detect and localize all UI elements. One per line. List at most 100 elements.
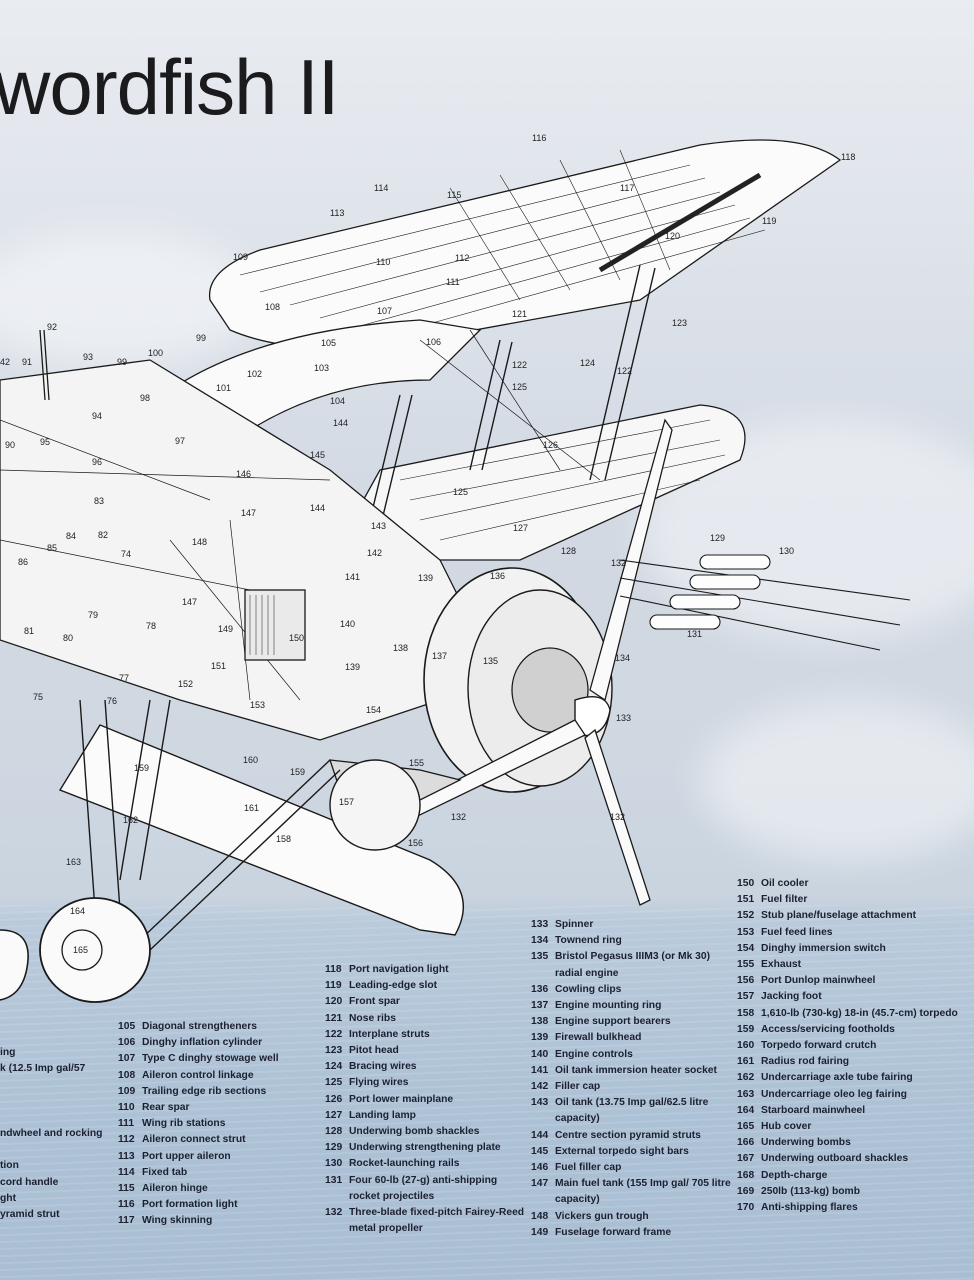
legend-item-number: 108 [118,1069,136,1081]
legend-item-number: 136 [531,983,549,995]
legend-item-label: Stub plane/fuselage attachment [761,910,917,922]
legend-item-number: 127 [325,1109,343,1121]
legend-item-label: Pitot head [349,1045,399,1057]
callout-number: 82 [98,530,109,540]
callout-number: 97 [175,436,186,446]
callout-number: 130 [779,546,795,556]
legend-item-label: Firewall bulkhead [555,1032,642,1044]
callout-number: 156 [408,838,424,848]
legend-item-number: 131 [325,1174,343,1186]
legend-item-number: 118 [325,964,342,975]
legend-item-number: 145 [531,1145,549,1157]
legend-fragment-line [0,1142,102,1158]
legend-item-number: 123 [325,1045,343,1057]
callout-number: 114 [374,183,389,193]
callout-number: 161 [244,803,260,813]
legend-item-number: 149 [531,1226,549,1238]
legend-item-number: 120 [325,996,343,1008]
legend-fragment-line: yramid strut [0,1209,60,1221]
callout-number: 136 [490,571,506,581]
legend-item-label: Engine mounting ring [555,1000,662,1012]
legend-item-label: Port navigation light [349,964,449,975]
callout-number: 160 [243,755,259,765]
legend-item-label: Aileron control linkage [142,1069,254,1081]
callout-number: 84 [66,531,77,541]
callout-number: 103 [314,363,330,373]
legend-item-label: Aileron hinge [142,1183,208,1195]
callout-number: 149 [218,624,234,634]
callout-number: 163 [66,857,82,867]
callout-number: 99 [196,333,207,343]
legend-item-number: 109 [118,1085,136,1097]
callout-number: 132 [610,812,626,822]
callout-number: 42 [0,357,11,367]
legend-item-label: Hub cover [761,1121,812,1133]
legend-item-label: 1,610-lb (730-kg) 18-in (45.7-cm) torped… [761,1007,958,1019]
legend-item-number: 125 [325,1077,343,1089]
legend-item-number: 162 [737,1072,755,1084]
legend-item-label: Nose ribs [349,1012,396,1024]
legend-item-label: Trailing edge rib sections [142,1085,267,1097]
callout-number: 104 [330,396,346,406]
legend-fragment-line [0,1094,102,1110]
legend-fragment-line: cord handle [0,1176,59,1188]
legend-item-label: Port lower mainplane [349,1093,454,1105]
legend-item-label: Underwing bombs [761,1137,851,1149]
legend-item-label: Rocket-launching rails [349,1158,460,1170]
legend-item-label: Main fuel tank (155 Imp gal/ 705 litre c… [555,1178,731,1206]
cloud [700,700,974,860]
callout-number: 134 [615,653,631,663]
callout-number: 165 [73,945,89,955]
callout-number: 147 [182,597,198,607]
callout-number: 125 [512,382,528,392]
callout-number: 148 [192,537,208,547]
legend-item-number: 170 [737,1202,755,1214]
callout-number: 144 [310,503,326,513]
legend-item-label: Spinner [555,919,594,930]
callout-number: 139 [345,662,361,672]
legend-item-number: 107 [118,1053,136,1065]
callout-number: 135 [483,656,499,666]
legend-item-label: Fuel filter [761,894,808,906]
callout-number: 147 [241,508,257,518]
legend-item-number: 119 [325,980,342,992]
legend-fragment-line: ing [0,1047,16,1058]
legend-item-label: Filler cap [555,1081,601,1093]
legend-item-number: 135 [531,951,549,963]
legend-item-label: Aileron connect strut [142,1134,246,1146]
legend-fragment-line: tion [0,1160,19,1172]
legend-item-number: 150 [737,878,755,889]
legend-item-label: Bracing wires [349,1061,417,1073]
legend-item-label: Centre section pyramid struts [555,1129,701,1141]
legend-item-label: Access/servicing footholds [761,1023,895,1035]
callout-number: 96 [92,457,103,467]
callout-number: 137 [432,651,448,661]
legend-item: 108 Aileron control linkage [118,1068,318,1084]
legend-item-label: Port upper aileron [142,1150,231,1162]
callout-number: 152 [178,679,194,689]
